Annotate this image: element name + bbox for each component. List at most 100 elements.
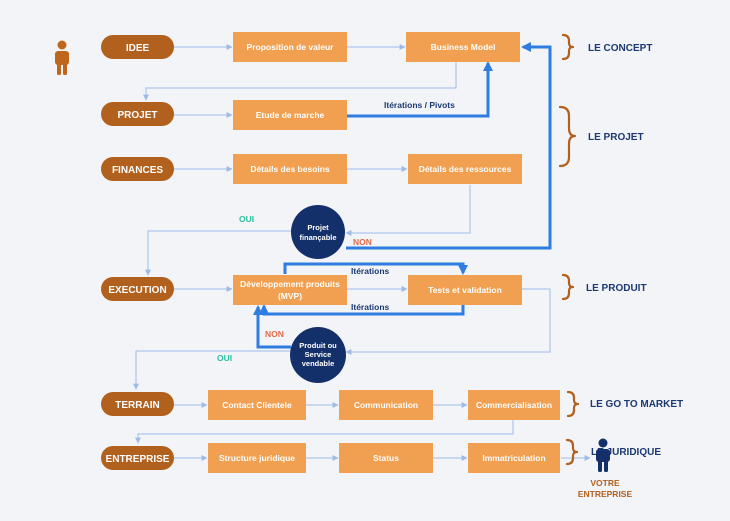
decision-label-line1: Produit ou	[299, 341, 337, 350]
step-status: Status	[339, 443, 433, 473]
step-box	[339, 390, 433, 420]
section-le-projet: LE PROJET	[558, 105, 644, 168]
stage-pill	[101, 35, 174, 59]
step-structure-juridique: Structure juridique	[208, 443, 306, 473]
step-label: Immatriculation	[482, 453, 545, 463]
section-label: LE GO TO MARKET	[590, 399, 683, 410]
arrow-business-model-projet	[143, 62, 457, 101]
step-label: Etude de marche	[256, 110, 325, 120]
section-label: LE PROJET	[588, 132, 644, 143]
step-developpement-produits: Développement produits (MVP)	[233, 275, 347, 305]
step-box	[208, 443, 306, 473]
decision-label-line3: vendable	[302, 359, 335, 368]
step-immatriculation: Immatriculation	[468, 443, 560, 473]
thin-connectors	[133, 44, 591, 461]
decision-label-line1: Projet	[307, 223, 329, 232]
label-iterations-top: Itérations	[351, 266, 390, 276]
step-box	[406, 32, 520, 62]
person-icon-output	[596, 438, 610, 472]
step-box	[208, 390, 306, 420]
step-label: Contact Clientele	[222, 400, 292, 410]
step-label-line1: Développement produits	[240, 279, 340, 289]
stage-label: ENTREPRISE	[106, 454, 170, 465]
step-box	[233, 32, 347, 62]
arrow-oui-terrain	[133, 350, 292, 390]
decision-circle	[291, 205, 345, 259]
label-oui-vendable: OUI	[217, 353, 232, 363]
output-label-line2: ENTREPRISE	[578, 489, 633, 499]
stage-idee: IDEE	[101, 35, 174, 59]
loop-etude-business-model	[347, 60, 494, 118]
step-box	[233, 275, 347, 305]
output-label-line1: VOTRE	[590, 478, 620, 488]
arrow-ressources-projet-financable	[345, 185, 471, 236]
step-label: Commercialisation	[476, 400, 552, 410]
step-box	[408, 275, 522, 305]
step-label: Structure juridique	[219, 453, 295, 463]
section-le-produit: LE PRODUIT	[561, 273, 647, 301]
decision-projet-financable: Projet finançable	[291, 205, 345, 259]
step-box	[339, 443, 433, 473]
section-label: LE PRODUIT	[586, 283, 647, 294]
stage-finances: FINANCES	[101, 157, 174, 181]
step-label: Proposition de valeur	[247, 42, 335, 52]
step-etude-de-marche: Etude de marche	[233, 100, 347, 130]
step-box	[233, 100, 347, 130]
step-label-line2: (MVP)	[278, 291, 302, 301]
stage-pill	[101, 392, 174, 416]
brace-icon	[558, 105, 577, 168]
stage-pill	[101, 446, 174, 470]
label-iterations-bottom: Itérations	[351, 302, 390, 312]
brace-icon	[565, 438, 579, 466]
stage-label: IDEE	[126, 43, 150, 54]
step-label: Business Model	[431, 42, 496, 52]
arrow-commercialisation-entreprise	[135, 420, 514, 444]
decision-produit-vendable: Produit ou Service vendable	[290, 327, 346, 383]
loop-iterations-bottom	[258, 303, 465, 316]
label-non-financable: NON	[353, 237, 372, 247]
stage-label: PROJET	[117, 110, 157, 121]
decision-label-line2: Service	[305, 350, 332, 359]
label-non-vendable: NON	[265, 329, 284, 339]
stage-projet: PROJET	[101, 102, 174, 126]
step-details-des-besoins: Détails des besoins	[233, 154, 347, 184]
iteration-loops	[252, 41, 552, 349]
stage-execution: EXECUTION	[101, 277, 174, 301]
step-box	[468, 443, 560, 473]
section-le-concept: LE CONCEPT	[561, 33, 652, 61]
step-details-des-ressources: Détails des ressources	[408, 154, 522, 184]
step-business-model: Business Model	[406, 32, 520, 62]
stage-label: TERRAIN	[115, 400, 159, 411]
stage-label: EXECUTION	[108, 285, 166, 296]
step-box	[233, 154, 347, 184]
section-label: LE JURIDIQUE	[591, 447, 661, 458]
decision-label-line2: finançable	[299, 233, 336, 242]
stage-terrain: TERRAIN	[101, 392, 174, 416]
decision-circle	[290, 327, 346, 383]
stage-pill	[101, 157, 174, 181]
step-proposition-de-valeur: Proposition de valeur	[233, 32, 347, 62]
step-tests-et-validation: Tests et validation	[408, 275, 522, 305]
arrow-tests-produit-vendable	[345, 288, 551, 355]
section-label: LE CONCEPT	[588, 43, 652, 54]
step-contact-clientele: Contact Clientele	[208, 390, 306, 420]
arrow-oui-execution	[145, 230, 291, 276]
stage-pill	[101, 277, 174, 301]
step-label: Status	[373, 453, 399, 463]
step-box	[408, 154, 522, 184]
label-iterations-pivots: Itérations / Pivots	[384, 100, 455, 110]
step-box	[468, 390, 560, 420]
loop-non-developpement	[252, 304, 291, 349]
step-label: Détails des besoins	[250, 164, 330, 174]
stage-label: FINANCES	[112, 165, 163, 176]
stage-pill	[101, 102, 174, 126]
step-label: Communication	[354, 400, 418, 410]
brace-icon	[566, 390, 580, 418]
brace-icon	[561, 33, 575, 61]
step-commercialisation: Commercialisation	[468, 390, 560, 420]
stage-entreprise: ENTREPRISE	[101, 446, 174, 470]
brace-icon	[561, 273, 575, 301]
section-le-go-to-market: LE GO TO MARKET	[566, 390, 683, 418]
loop-non-business-model	[346, 41, 552, 250]
